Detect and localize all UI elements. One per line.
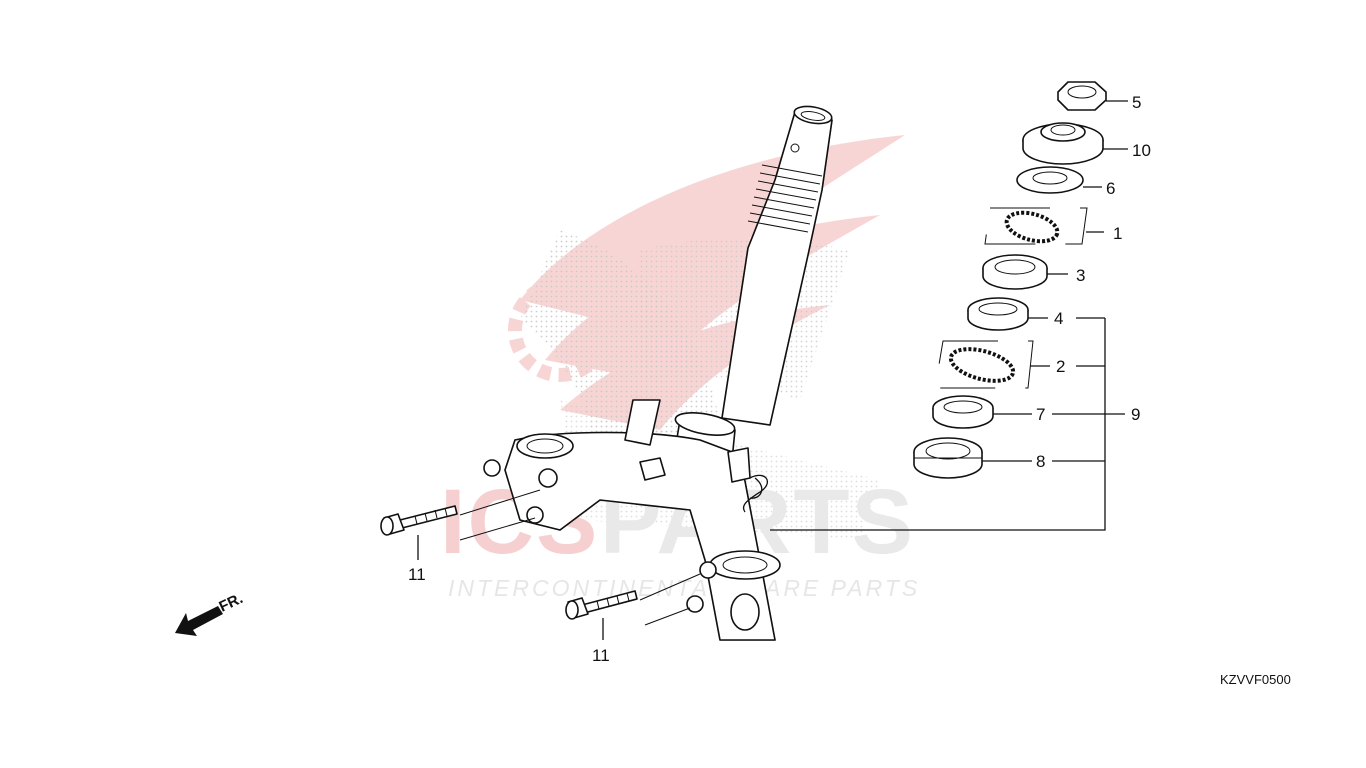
- callout-5: 5: [1132, 93, 1141, 112]
- callout-8: 8: [1036, 452, 1045, 471]
- callout-2: 2: [1056, 357, 1065, 376]
- steering-stem: [483, 105, 833, 641]
- arrow-icon: [175, 606, 223, 636]
- callout-11-right: 11: [592, 646, 610, 665]
- bolt-part-11-right: [565, 573, 701, 640]
- diagram-code: KZVVF0500: [1220, 672, 1291, 687]
- callout-1: 1: [1113, 224, 1122, 243]
- lock-nut-part-5: [1057, 81, 1128, 111]
- watermark: ICS PARTS INTERCONTINENTAL SPARE PARTS: [440, 135, 917, 601]
- steel-balls-part-1: [984, 207, 1104, 245]
- bolt-part-11-left: [380, 489, 541, 560]
- lower-race-part-7: [932, 395, 1125, 429]
- front-direction-marker: FR.: [175, 590, 246, 636]
- adjusting-nut-part-10: [1022, 122, 1128, 165]
- upper-race-part-3: [982, 254, 1068, 290]
- callout-9: 9: [1131, 405, 1140, 424]
- callout-11-left: 11: [408, 565, 426, 584]
- callout-3: 3: [1076, 266, 1085, 285]
- callout-7: 7: [1036, 405, 1045, 424]
- watermark-tagline-left: INTERCONTINENTAL: [448, 575, 726, 601]
- stem-threads: [747, 164, 823, 233]
- front-label: FR.: [217, 590, 246, 616]
- dust-seal-part-8: [913, 437, 1105, 479]
- race-part-4: [967, 297, 1105, 331]
- steel-balls-part-2: [934, 340, 1105, 389]
- callout-4: 4: [1054, 309, 1063, 328]
- callout-6: 6: [1106, 179, 1115, 198]
- callouts: 5 10 6 1 3 4 2 7 9 8 11 11: [408, 93, 1151, 665]
- washer-part-6: [1016, 166, 1102, 194]
- callout-10: 10: [1132, 141, 1151, 160]
